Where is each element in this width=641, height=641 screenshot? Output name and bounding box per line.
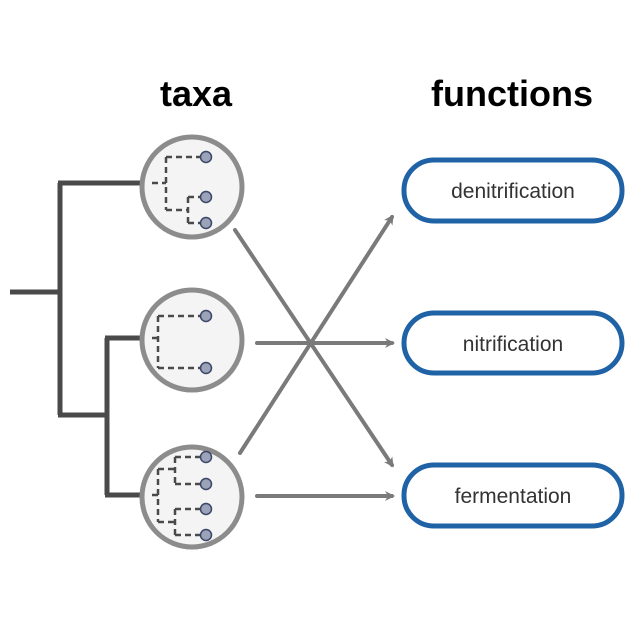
leaf-node	[199, 361, 213, 375]
function-box-denitrification: denitrification	[401, 157, 625, 224]
arrow-taxon3-to-denitrification	[238, 214, 394, 455]
leaf-node	[199, 190, 213, 204]
leaf-node	[199, 216, 213, 230]
subtree-taxon-1	[152, 155, 205, 225]
arrow-taxon1-to-fermentation	[233, 228, 394, 468]
leaf-node	[199, 477, 213, 491]
phylogenetic-tree	[10, 180, 152, 498]
leaf-nodes-taxon-1	[199, 150, 213, 230]
taxon-circle-2	[139, 287, 245, 393]
functions-heading: functions	[431, 73, 593, 114]
arrows	[233, 214, 395, 501]
taxa-heading: taxa	[160, 73, 233, 114]
function-box-fermentation: fermentation	[401, 462, 625, 529]
leaf-node	[199, 309, 213, 323]
subtree-taxon-3	[152, 455, 205, 537]
subtree-taxon-2	[152, 314, 205, 370]
leaf-nodes-taxon-3	[199, 450, 213, 542]
leaf-node	[199, 528, 213, 542]
function-label: fermentation	[455, 485, 572, 508]
leaf-node	[199, 150, 213, 164]
function-box-nitrification: nitrification	[401, 310, 625, 376]
leaf-node	[199, 502, 213, 516]
leaf-nodes-taxon-2	[199, 309, 213, 375]
function-label: nitrification	[463, 333, 563, 356]
leaf-node	[199, 450, 213, 464]
taxon-circle-3	[139, 444, 245, 550]
function-label: denitrification	[451, 180, 575, 203]
